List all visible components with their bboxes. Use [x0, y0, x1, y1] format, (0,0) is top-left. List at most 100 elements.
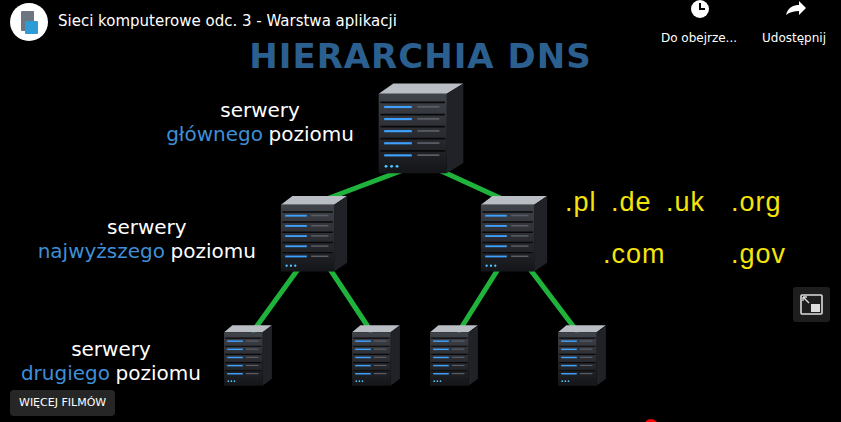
- server-light: [384, 154, 412, 156]
- server-vent: [311, 245, 328, 246]
- server-light: [384, 142, 412, 144]
- server-slot: [225, 346, 261, 347]
- server-vent: [452, 357, 464, 358]
- server-node: serwerydrugiegopoziomu: [222, 323, 274, 387]
- server-led: [561, 380, 563, 382]
- level-text: poziomu: [116, 361, 201, 385]
- server-light: [355, 349, 371, 350]
- server-slot: [482, 252, 532, 253]
- server-light: [561, 373, 577, 374]
- server-led: [234, 380, 236, 382]
- server-slot: [431, 370, 467, 371]
- server-slot: [482, 211, 532, 212]
- server-vent: [311, 225, 328, 226]
- server-node: [350, 323, 402, 387]
- server-vent: [417, 118, 439, 120]
- server-light: [561, 365, 577, 366]
- server-side: [534, 196, 547, 272]
- server-light: [433, 349, 449, 350]
- level-text: najwyższego: [38, 239, 165, 263]
- clock-hands: [700, 3, 705, 9]
- server-vent: [374, 349, 386, 350]
- level-text: serwery: [38, 215, 256, 239]
- server-slot: [431, 338, 467, 339]
- server-vent: [452, 373, 464, 374]
- server-slot: [282, 252, 332, 253]
- server-slot: [225, 354, 261, 355]
- server-led: [565, 380, 567, 382]
- server-light: [227, 357, 243, 358]
- server-icon: [350, 323, 402, 387]
- tree-link: [459, 269, 498, 331]
- server-light: [433, 340, 449, 341]
- server-slot: [225, 370, 261, 371]
- server-front: [379, 94, 447, 173]
- server-vent: [580, 365, 592, 366]
- server-node: serwerynajwyższegopoziomu: [278, 193, 350, 273]
- server-light: [433, 365, 449, 366]
- server-light: [285, 245, 307, 247]
- server-side: [391, 325, 400, 386]
- miniplayer-icon: [811, 304, 820, 312]
- level-caption: serwerynajwyższegopoziomu: [38, 215, 256, 263]
- server-light: [355, 365, 371, 366]
- server-light: [485, 235, 507, 237]
- server-vent: [246, 373, 258, 374]
- server-vent: [452, 365, 464, 366]
- miniplayer-icon: [803, 297, 809, 303]
- server-front: [430, 332, 468, 386]
- server-light: [485, 256, 507, 258]
- server-light: [285, 256, 307, 258]
- server-slot: [282, 211, 332, 212]
- server-light: [561, 340, 577, 341]
- server-led: [285, 265, 287, 267]
- level-text: poziomu: [269, 122, 354, 146]
- share-icon: [786, 1, 806, 15]
- server-vent: [580, 349, 592, 350]
- server-slot: [431, 346, 467, 347]
- server-icon: [428, 323, 480, 387]
- server-slot: [431, 362, 467, 363]
- server-light: [227, 365, 243, 366]
- domain-label: .org: [731, 186, 782, 218]
- server-vent: [311, 256, 328, 257]
- server-vent: [511, 256, 528, 257]
- server-light: [485, 225, 507, 227]
- server-light: [485, 245, 507, 247]
- tree-link: [330, 269, 371, 331]
- server-vent: [511, 225, 528, 226]
- server-slot: [381, 102, 445, 104]
- video-title: Sieci komputerowe odc. 3 - Warstwa aplik…: [58, 11, 397, 31]
- server-led: [396, 165, 399, 168]
- server-vent: [511, 245, 528, 246]
- server-node: [556, 323, 608, 387]
- server-led: [362, 380, 364, 382]
- server-slot: [353, 362, 389, 363]
- server-vent: [246, 340, 258, 341]
- server-side: [597, 325, 606, 386]
- channel-avatar: [10, 3, 48, 41]
- clock-icon: [691, 0, 709, 18]
- server-light: [355, 340, 371, 341]
- server-led: [568, 380, 570, 382]
- server-vent: [511, 235, 528, 236]
- server-front: [481, 205, 534, 272]
- avatar-icon: [25, 21, 38, 34]
- server-front: [352, 332, 390, 386]
- server-led: [385, 165, 388, 168]
- server-slot: [381, 126, 445, 128]
- server-front: [224, 332, 262, 386]
- server-light: [433, 357, 449, 358]
- server-light: [561, 349, 577, 350]
- server-vent: [246, 357, 258, 358]
- server-front: [558, 332, 596, 386]
- server-slot: [353, 338, 389, 339]
- tree-link: [530, 269, 577, 331]
- server-icon: [556, 323, 608, 387]
- server-slot: [482, 221, 532, 222]
- server-icon: [375, 80, 467, 175]
- server-vent: [374, 340, 386, 341]
- server-light: [285, 235, 307, 237]
- server-slot: [282, 242, 332, 243]
- server-slot: [482, 242, 532, 243]
